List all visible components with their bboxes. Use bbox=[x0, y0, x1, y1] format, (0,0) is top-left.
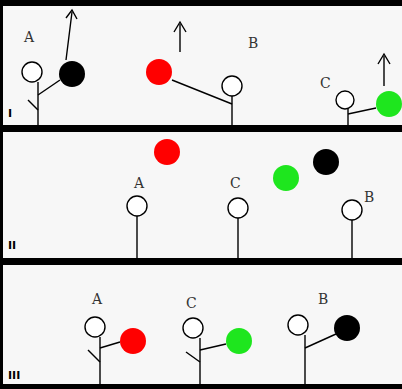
figure-label: B bbox=[248, 36, 258, 50]
figure-label: A bbox=[92, 292, 102, 306]
panel-number: II bbox=[8, 240, 16, 251]
panel-number: III bbox=[8, 370, 20, 381]
figure-label: C bbox=[230, 176, 241, 190]
figure-label: A bbox=[24, 30, 34, 44]
figure-label: B bbox=[364, 190, 374, 204]
figure-label: C bbox=[320, 76, 331, 90]
figure-label: A bbox=[134, 176, 144, 190]
figure-label: B bbox=[318, 292, 328, 306]
figure-label: C bbox=[186, 296, 197, 310]
panel-number: I bbox=[8, 108, 12, 119]
